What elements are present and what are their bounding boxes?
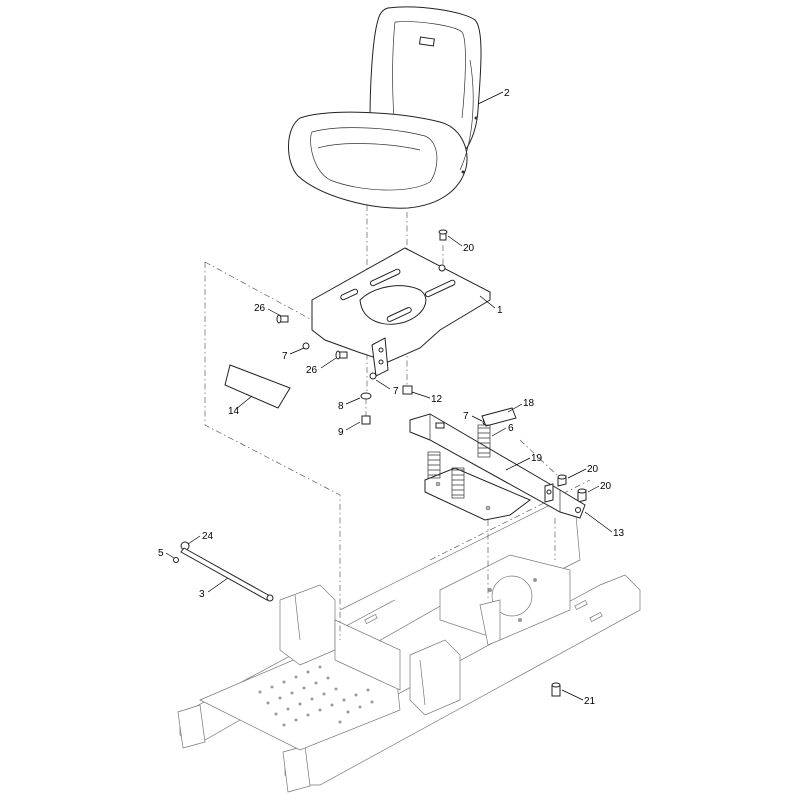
tractor-frame <box>177 479 641 793</box>
callout-12: 12 <box>431 394 443 405</box>
callout-20: 20 <box>587 464 599 475</box>
callout-13: 13 <box>613 528 625 539</box>
seat-bracket-part <box>409 413 586 521</box>
adjustment-rod-part <box>180 547 274 602</box>
callout-14: 14 <box>228 406 240 417</box>
callout-8: 8 <box>338 401 344 412</box>
bolt-icon <box>438 229 448 241</box>
callout-20: 20 <box>600 481 612 492</box>
spring-icon <box>451 467 465 499</box>
leader-lines <box>165 91 613 701</box>
bolt-icon <box>577 488 587 503</box>
callout-21: 21 <box>584 696 596 707</box>
callout-26: 26 <box>254 303 266 314</box>
callout-5: 5 <box>158 548 164 559</box>
seat-pan-part <box>311 247 492 377</box>
callout-7: 7 <box>393 386 399 397</box>
callout-9: 9 <box>338 427 344 438</box>
callout-18: 18 <box>523 398 535 409</box>
callout-7: 7 <box>463 411 469 422</box>
callout-24: 24 <box>202 531 214 542</box>
bolt-icon <box>335 350 348 360</box>
callout-2: 2 <box>504 88 510 99</box>
callout-labels: 2 20 1 26 7 26 7 8 12 14 9 7 18 6 19 20 … <box>158 88 625 707</box>
callout-26: 26 <box>306 365 318 376</box>
spring-icon <box>477 424 491 458</box>
bolt-icon <box>557 474 567 487</box>
callout-7: 7 <box>282 351 288 362</box>
deck-holes <box>258 665 374 727</box>
callout-20: 20 <box>463 243 475 254</box>
seat-icon <box>288 6 482 209</box>
spring-icon <box>427 451 441 479</box>
callout-3: 3 <box>199 589 205 600</box>
callout-6: 6 <box>508 423 514 434</box>
bolt-icon <box>276 314 289 324</box>
decal-part <box>224 364 291 409</box>
callout-19: 19 <box>531 453 543 464</box>
bolt-icon <box>551 682 561 697</box>
callout-1: 1 <box>497 305 503 316</box>
hardware <box>173 229 587 697</box>
